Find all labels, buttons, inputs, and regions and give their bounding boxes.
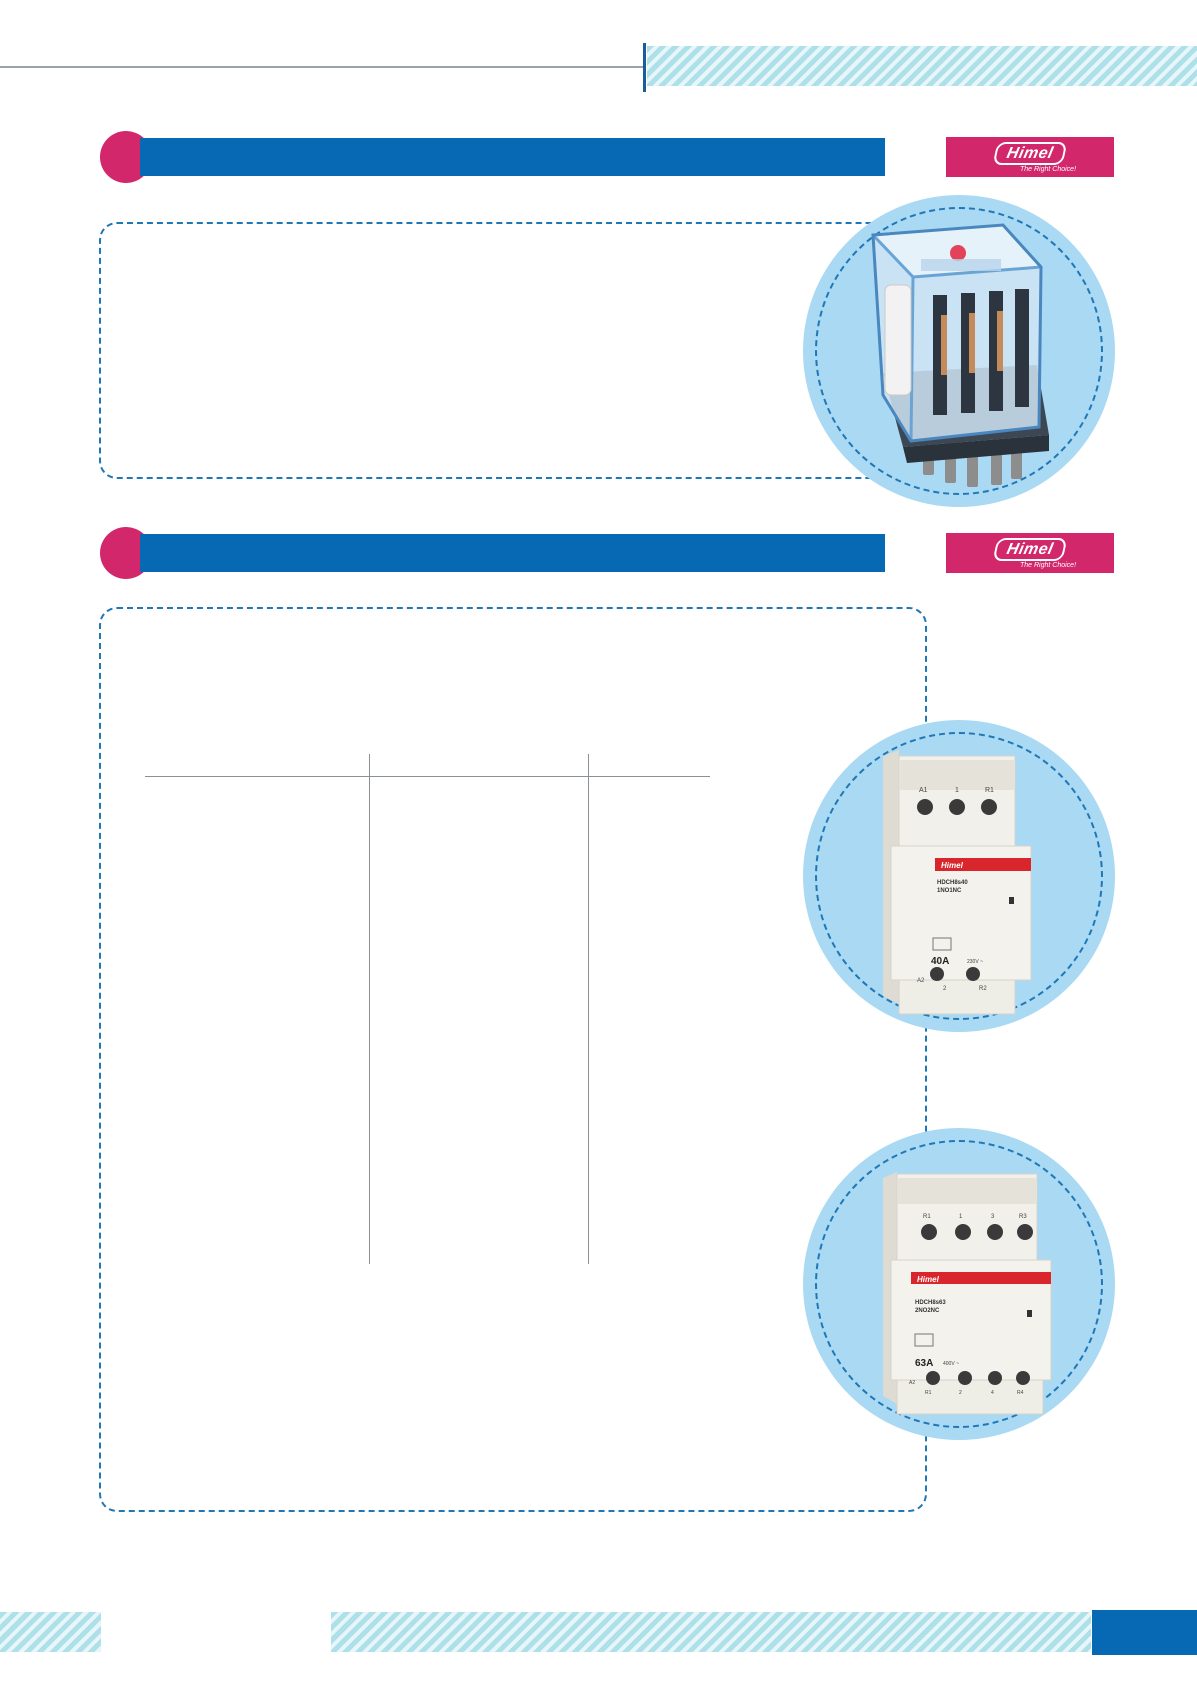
contactor-brand: Himel	[917, 1275, 940, 1284]
section-2-title-bar	[140, 534, 885, 572]
logo-wordmark: Himel	[992, 537, 1068, 561]
contactor-rating: 40A	[931, 956, 949, 967]
terminal-label-top-1: A1	[919, 787, 928, 794]
footer-stripe-right	[331, 1612, 1091, 1652]
circle-dashed-ring	[815, 732, 1103, 1020]
terminal-label-bottom-3: 2	[959, 1390, 962, 1396]
table-column-divider-1	[369, 754, 370, 1264]
table-column-divider-2	[588, 754, 589, 1264]
contactor-voltage: 400V ~	[943, 1361, 959, 1367]
contactor-contacts: 1NO1NC	[937, 888, 962, 894]
logo-tagline: The Right Choice!	[1019, 165, 1077, 173]
contactor-40a-illustration: A1 1 R1 Himel HDCH8s40 1NO1NC 40A 230V ~…	[883, 750, 1032, 1015]
header-separator	[643, 43, 646, 92]
terminal-label-bottom-3: R2	[979, 986, 987, 992]
section-1-logo: Himel The Right Choice!	[946, 137, 1114, 177]
page-number-box	[1092, 1610, 1197, 1655]
contactor-63a-illustration: R1 1 3 R3 Himel HDCH8s63 2NO2NC 63A 400V…	[883, 1172, 1052, 1415]
terminal-label-bottom-5: R4	[1017, 1390, 1024, 1396]
contactor-rating: 63A	[915, 1358, 933, 1369]
table-header-rule	[145, 776, 710, 777]
terminal-label-top-2: 1	[959, 1214, 963, 1220]
logo-tagline: The Right Choice!	[1019, 561, 1077, 569]
terminal-label-bottom-2: 2	[943, 986, 947, 992]
terminal-label-top-1: R1	[923, 1214, 931, 1220]
header-stripe-band	[647, 46, 1197, 86]
contactor-model: HDCH8s63	[915, 1300, 946, 1306]
contactor-63a-image-circle: R1 1 3 R3 Himel HDCH8s63 2NO2NC 63A 400V…	[803, 1128, 1115, 1440]
circle-dashed-ring	[815, 1140, 1103, 1428]
header-rule	[0, 66, 645, 68]
section-1-title-bar	[140, 138, 885, 176]
contactor-voltage: 230V ~	[967, 959, 983, 965]
terminal-label-top-3: 3	[991, 1214, 995, 1220]
terminal-label-top-3: R1	[985, 787, 994, 794]
contactor-contacts: 2NO2NC	[915, 1308, 940, 1314]
circle-dashed-ring	[815, 207, 1103, 495]
logo-wordmark: Himel	[992, 141, 1068, 165]
relay-illustration	[871, 223, 1049, 487]
section-1-content-box	[99, 222, 889, 479]
relay-image-circle	[803, 195, 1115, 507]
contactor-model: HDCH8s40	[937, 880, 968, 886]
section-2-content-box	[99, 607, 927, 1512]
terminal-label-bottom-1: A2	[909, 1380, 915, 1386]
section-2-logo: Himel The Right Choice!	[946, 533, 1114, 573]
contactor-40a-image-circle: A1 1 R1 Himel HDCH8s40 1NO1NC 40A 230V ~…	[803, 720, 1115, 1032]
contactor-brand: Himel	[941, 861, 964, 870]
footer-stripe-left	[0, 1612, 101, 1652]
terminal-label-top-4: R3	[1019, 1214, 1027, 1220]
terminal-label-bottom-2: R1	[925, 1390, 932, 1396]
terminal-label-top-2: 1	[955, 787, 959, 794]
terminal-label-bottom-1: A2	[917, 978, 925, 984]
terminal-label-bottom-4: 4	[991, 1390, 994, 1396]
